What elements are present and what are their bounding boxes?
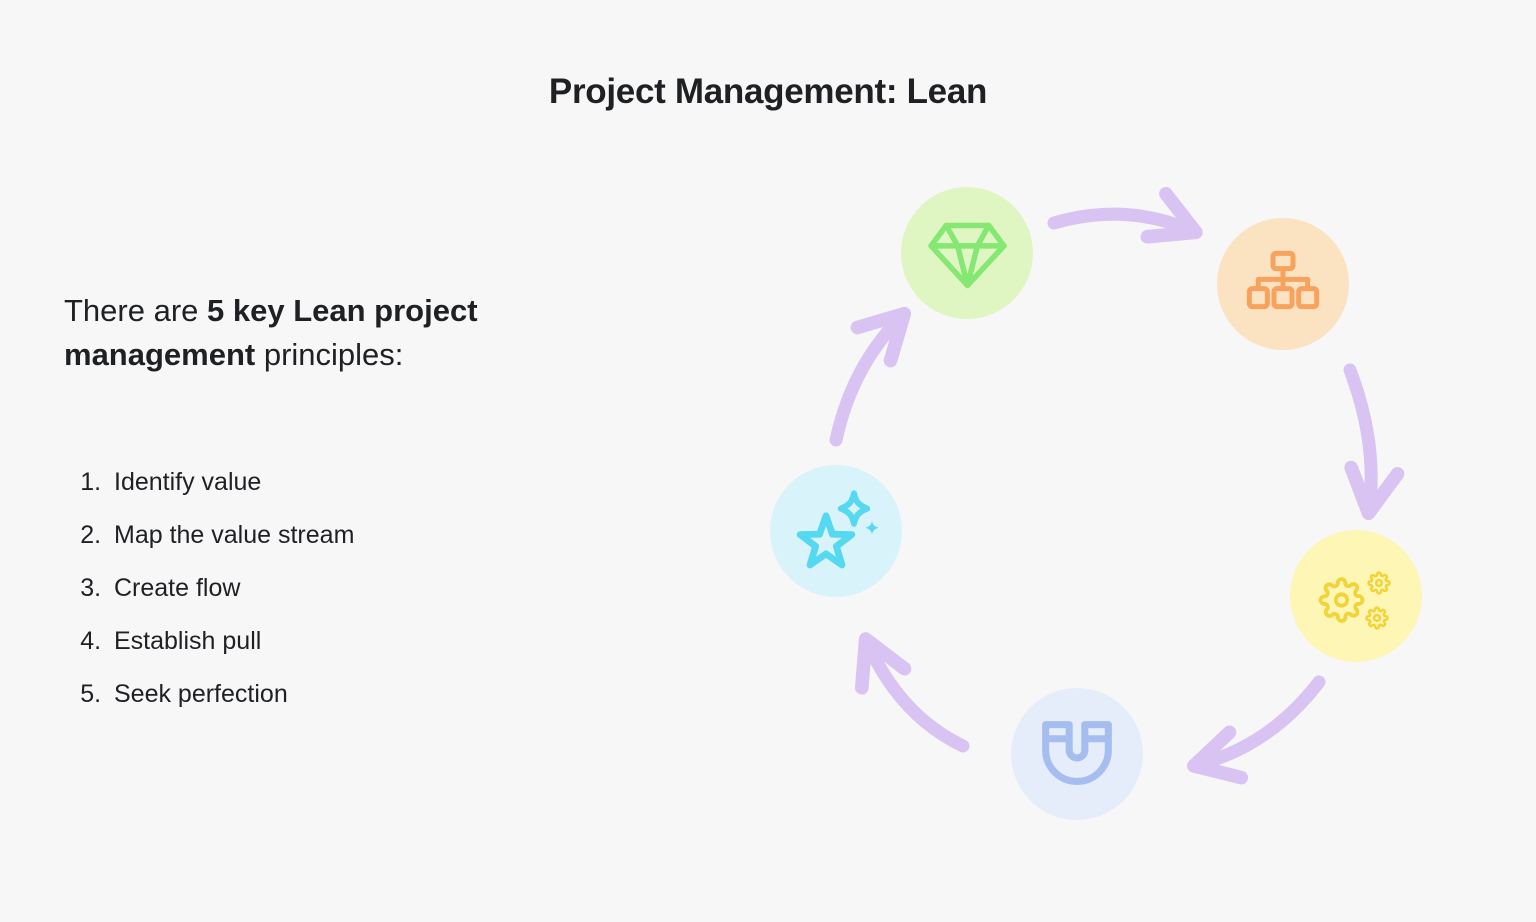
arrow-4 [854, 632, 970, 753]
list-item-map-value-stream: Map the value stream [108, 519, 354, 551]
gears-icon [1301, 541, 1411, 651]
cycle-step-1 [901, 187, 1033, 319]
intro-suffix: principles: [255, 337, 404, 372]
intro-bold: 5 key Lean project management [64, 293, 478, 372]
list-item-establish-pull: Establish pull [108, 625, 354, 657]
diamond-icon [922, 208, 1013, 299]
cycle-step-3 [1290, 530, 1422, 662]
list-item-seek-perfection: Seek perfection [108, 678, 354, 710]
org-chart-icon [1243, 244, 1323, 324]
cycle-step-4 [1011, 688, 1143, 820]
arrow-1 [1047, 186, 1203, 244]
arrow-2 [1343, 363, 1405, 521]
cycle-step-5 [770, 465, 902, 597]
list-item-identify-value: Identify value [108, 466, 354, 498]
principles-list: Identify value Map the value stream Crea… [64, 466, 354, 731]
intro-prefix: There are [64, 293, 208, 328]
intro-text: There are 5 key Lean project management … [64, 289, 594, 377]
arrow-3 [1187, 675, 1326, 785]
list-item-create-flow: Create flow [108, 572, 354, 604]
cycle-step-2 [1217, 218, 1349, 350]
page-title: Project Management: Lean [548, 72, 988, 111]
arrow-5 [829, 306, 912, 447]
star-sparkles-icon [788, 483, 884, 579]
magnet-icon [1030, 707, 1124, 801]
